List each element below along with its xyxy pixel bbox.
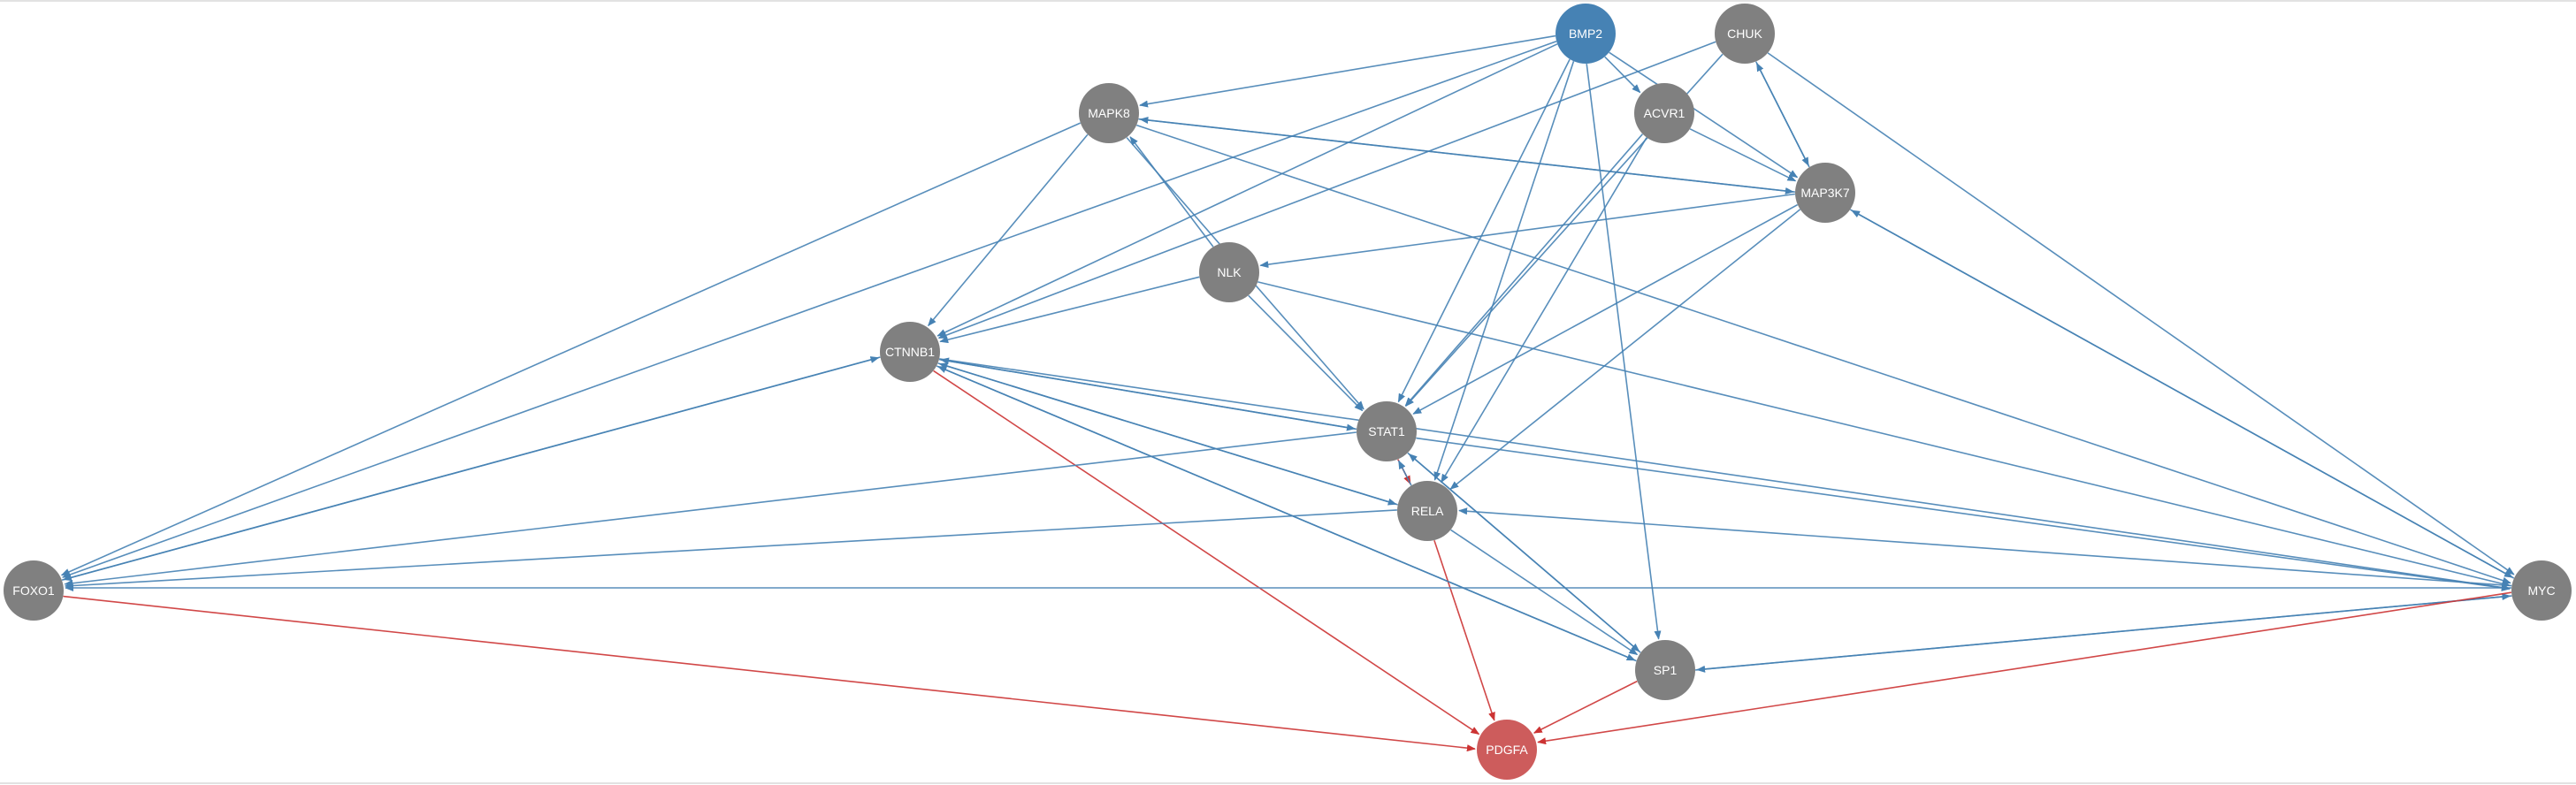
node-mapk8[interactable]: MAPK8 <box>1079 83 1139 143</box>
node-acvr1[interactable]: ACVR1 <box>1634 83 1694 143</box>
edge-chuk-to-myc <box>1767 52 2515 575</box>
edge-rela-to-ctnnb1 <box>938 362 1398 506</box>
edge-mapk8-to-myc <box>1136 124 2511 584</box>
edge-acvr1-to-stat1 <box>1404 133 1644 407</box>
edge-stat1-to-myc <box>1416 437 2511 591</box>
node-label: NLK <box>1217 265 1242 279</box>
edge-bmp2-to-rela <box>1433 61 1575 481</box>
node-chuk[interactable]: CHUK <box>1715 4 1775 64</box>
node-circle[interactable] <box>1397 481 1457 541</box>
edge-bmp2-to-stat1 <box>1397 58 1571 403</box>
node-circle[interactable] <box>4 560 64 621</box>
node-circle[interactable] <box>1635 640 1695 700</box>
edge-rela-to-sp1 <box>1450 529 1639 656</box>
node-label: SP1 <box>1654 663 1678 677</box>
node-myc[interactable]: MYC <box>2511 560 2572 621</box>
node-stat1[interactable]: STAT1 <box>1357 401 1417 461</box>
node-label: MYC <box>2527 583 2555 598</box>
node-circle[interactable] <box>1079 83 1139 143</box>
edge-bmp2-to-map3k7 <box>1609 51 1799 179</box>
node-circle[interactable] <box>1357 401 1417 461</box>
edge-map3k7-to-chuk <box>1755 62 1810 168</box>
edge-acvr1-to-rela <box>1441 137 1647 484</box>
edge-myc-to-sp1 <box>1696 595 2512 673</box>
edge-bmp2-to-acvr1 <box>1604 56 1641 94</box>
edge-foxo1-to-ctnnb1 <box>61 356 880 581</box>
node-pdgfa[interactable]: PDGFA <box>1477 720 1537 780</box>
node-rela[interactable]: RELA <box>1397 481 1457 541</box>
edges-layer <box>60 34 2515 752</box>
edge-stat1-to-ctnnb1 <box>940 357 1357 431</box>
node-ctnnb1[interactable]: CTNNB1 <box>880 322 940 382</box>
edge-ctnnb1-to-pdgfa <box>933 370 1480 735</box>
node-label: PDGFA <box>1486 743 1528 757</box>
edge-sp1-to-stat1 <box>1408 453 1641 653</box>
edge-rela-to-stat1 <box>1397 460 1412 486</box>
node-nlk[interactable]: NLK <box>1199 242 1259 302</box>
node-circle[interactable] <box>1477 720 1537 780</box>
node-label: CHUK <box>1727 27 1762 41</box>
node-label: MAP3K7 <box>1800 186 1849 200</box>
node-label: MAPK8 <box>1088 106 1130 120</box>
node-foxo1[interactable]: FOXO1 <box>4 560 64 621</box>
edge-myc-to-pdgfa <box>1537 591 2512 745</box>
node-circle[interactable] <box>1634 83 1694 143</box>
edge-mapk8-to-ctnnb1 <box>928 133 1089 327</box>
edge-sp1-to-pdgfa <box>1533 680 1638 734</box>
edge-map3k7-to-rela <box>1449 209 1801 490</box>
node-label: FOXO1 <box>12 583 55 598</box>
edge-nlk-to-stat1 <box>1248 294 1364 412</box>
edge-bmp2-to-ctnnb1 <box>936 43 1558 337</box>
edge-myc-to-rela <box>1458 507 2512 587</box>
node-label: BMP2 <box>1569 27 1602 41</box>
edge-acvr1-to-map3k7 <box>1689 128 1797 182</box>
edge-bmp2-to-mapk8 <box>1139 34 1556 108</box>
edge-mapk8-to-foxo1 <box>60 122 1082 576</box>
node-bmp2[interactable]: BMP2 <box>1556 4 1616 64</box>
edge-map3k7-to-stat1 <box>1412 203 1799 415</box>
edge-sp1-to-ctnnb1 <box>937 365 1637 662</box>
node-circle[interactable] <box>2511 560 2572 621</box>
edge-nlk-to-ctnnb1 <box>939 276 1200 344</box>
node-label: ACVR1 <box>1644 106 1685 120</box>
edge-foxo1-to-pdgfa <box>63 595 1476 752</box>
edge-myc-to-map3k7 <box>1851 210 2515 579</box>
edge-nlk-to-mapk8 <box>1129 136 1214 248</box>
edge-map3k7-to-mapk8 <box>1139 117 1795 193</box>
edge-nlk-to-myc <box>1257 281 2511 588</box>
node-sp1[interactable]: SP1 <box>1635 640 1695 700</box>
node-label: STAT1 <box>1368 424 1405 438</box>
edge-bmp2-to-foxo1 <box>61 40 1557 578</box>
edge-map3k7-to-nlk <box>1259 193 1796 269</box>
node-circle[interactable] <box>1556 4 1616 64</box>
node-map3k7[interactable]: MAP3K7 <box>1795 163 1855 223</box>
edge-ctnnb1-to-myc <box>939 358 2511 591</box>
edge-rela-to-foxo1 <box>64 509 1397 590</box>
edge-stat1-to-foxo1 <box>64 431 1357 587</box>
node-circle[interactable] <box>880 322 940 382</box>
node-circle[interactable] <box>1795 163 1855 223</box>
node-circle[interactable] <box>1199 242 1259 302</box>
node-label: RELA <box>1411 504 1444 518</box>
node-label: CTNNB1 <box>885 345 935 359</box>
edge-chuk-to-ctnnb1 <box>937 41 1716 339</box>
edge-rela-to-pdgfa <box>1433 539 1495 721</box>
node-circle[interactable] <box>1715 4 1775 64</box>
